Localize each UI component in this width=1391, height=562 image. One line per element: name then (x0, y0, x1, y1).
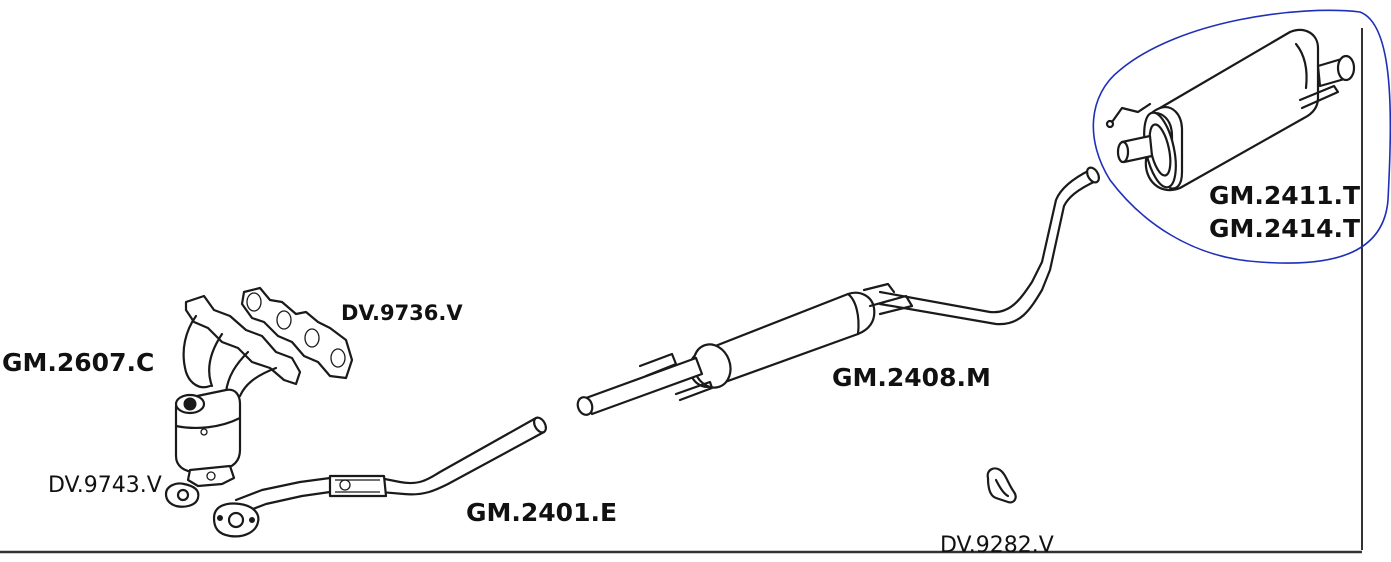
flange-gasket-drawing (164, 482, 200, 508)
label-middle-silencer: GM.2408.M (832, 363, 991, 392)
connecting-pipe-drawing (878, 166, 1100, 326)
label-flange-gasket: DV.9743.V (48, 473, 162, 498)
manifold-catalyst-drawing (174, 294, 302, 488)
label-manifold-catalyst: GM.2607.C (2, 348, 155, 377)
clamp-drawing (986, 467, 1017, 504)
middle-silencer-drawing (576, 282, 914, 416)
label-rear-silencer-b: GM.2414.T (1209, 214, 1361, 243)
label-rear-silencer-a: GM.2411.T (1209, 181, 1361, 210)
rear-silencer-highlight (1092, 9, 1391, 264)
rear-silencer-drawing (1105, 28, 1356, 192)
label-clamp: DV.9282.V (940, 533, 1054, 558)
label-front-pipe: GM.2401.E (466, 498, 618, 527)
label-manifold-gasket: DV.9736.V (341, 301, 463, 325)
manifold-gasket-drawing (240, 286, 354, 380)
front-pipe-drawing (212, 416, 547, 538)
